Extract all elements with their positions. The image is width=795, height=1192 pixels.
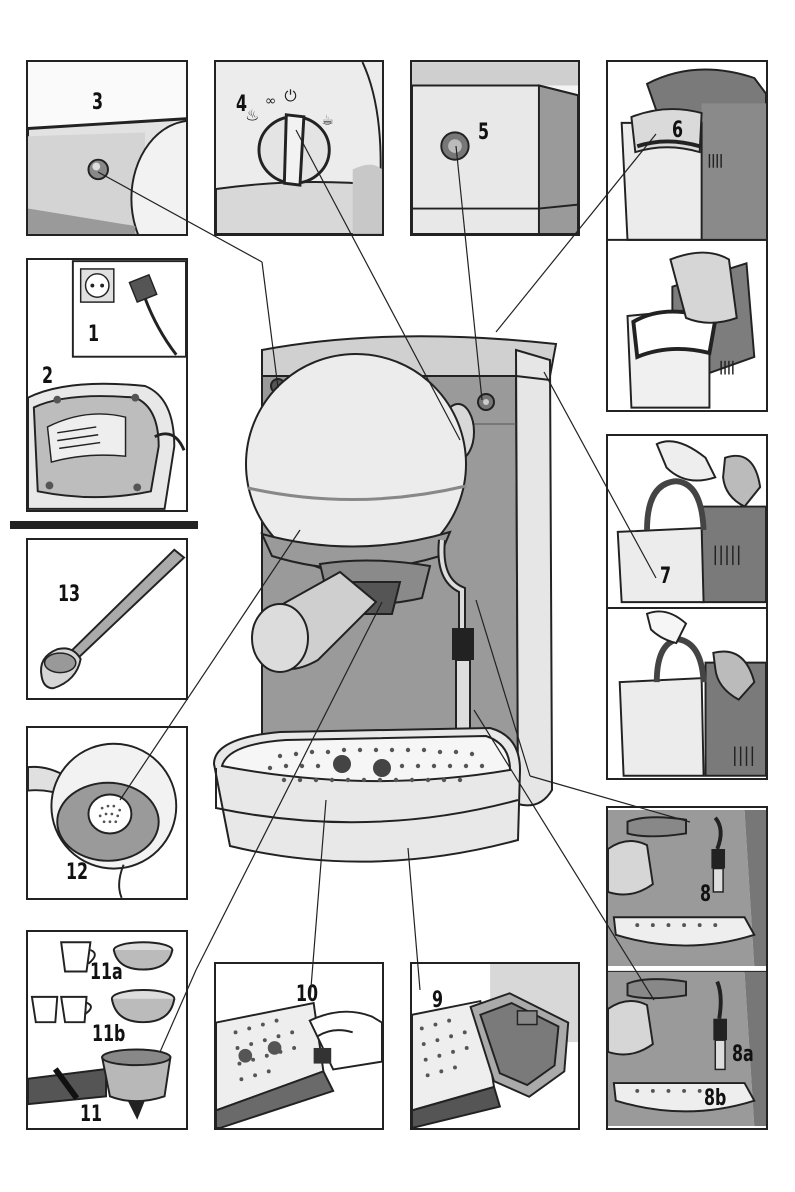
label-5: 5 bbox=[478, 122, 489, 144]
label-13: 13 bbox=[58, 584, 80, 606]
panel-4-illustration: ♨ ∞ ⏻ ☕ bbox=[216, 62, 382, 234]
label-4: 4 bbox=[236, 94, 247, 116]
panel-3-side-lamp: 3 bbox=[26, 60, 188, 236]
panel-5-front-lamp: 5 bbox=[410, 60, 580, 236]
panel-7-water-tank: 7 bbox=[606, 434, 768, 780]
label-8b: 8b bbox=[704, 1088, 726, 1110]
label-11b: 11b bbox=[92, 1024, 125, 1046]
panel-2-cord-base: 1 2 bbox=[26, 258, 188, 512]
panel-7-illustration bbox=[608, 436, 766, 778]
label-7: 7 bbox=[660, 566, 671, 588]
panel-8-steam-nozzle: 8 8a 8b bbox=[606, 806, 768, 1130]
label-9: 9 bbox=[432, 990, 443, 1012]
panel-9-drip-tray: 9 bbox=[410, 962, 580, 1130]
label-11a: 11a bbox=[90, 962, 123, 984]
espresso-machine-main bbox=[200, 320, 570, 890]
label-11: 11 bbox=[80, 1104, 102, 1126]
panel-12-illustration bbox=[28, 728, 186, 898]
label-1: 1 bbox=[88, 324, 99, 346]
panel-10-drip-grid: 10 bbox=[214, 962, 384, 1130]
svg-text:♨: ♨ bbox=[245, 107, 259, 125]
svg-text:☕: ☕ bbox=[321, 113, 333, 129]
label-3: 3 bbox=[92, 92, 103, 114]
label-10: 10 bbox=[296, 984, 318, 1006]
panel-12-shower-head: 12 bbox=[26, 726, 188, 900]
panel-11-filter-inserts: 11a 11b 11 bbox=[26, 930, 188, 1130]
svg-text:⏻: ⏻ bbox=[284, 87, 297, 105]
label-2: 2 bbox=[42, 366, 53, 388]
panel-6-tank-lid: 6 bbox=[606, 60, 768, 412]
svg-text:∞: ∞ bbox=[265, 93, 276, 109]
label-8: 8 bbox=[700, 884, 711, 906]
label-8a: 8a bbox=[732, 1044, 754, 1066]
label-12: 12 bbox=[66, 862, 88, 884]
panel-5-illustration bbox=[412, 62, 578, 234]
separator-bar bbox=[10, 521, 198, 529]
panel-3-illustration bbox=[28, 62, 186, 234]
panel-13-illustration bbox=[28, 540, 186, 698]
panel-6-illustration bbox=[608, 62, 766, 410]
label-6: 6 bbox=[672, 120, 683, 142]
panel-13-measuring-spoon: 13 bbox=[26, 538, 188, 700]
panel-4-selector-knob: ♨ ∞ ⏻ ☕ 4 bbox=[214, 60, 384, 236]
panel-8-illustration bbox=[608, 808, 766, 1128]
